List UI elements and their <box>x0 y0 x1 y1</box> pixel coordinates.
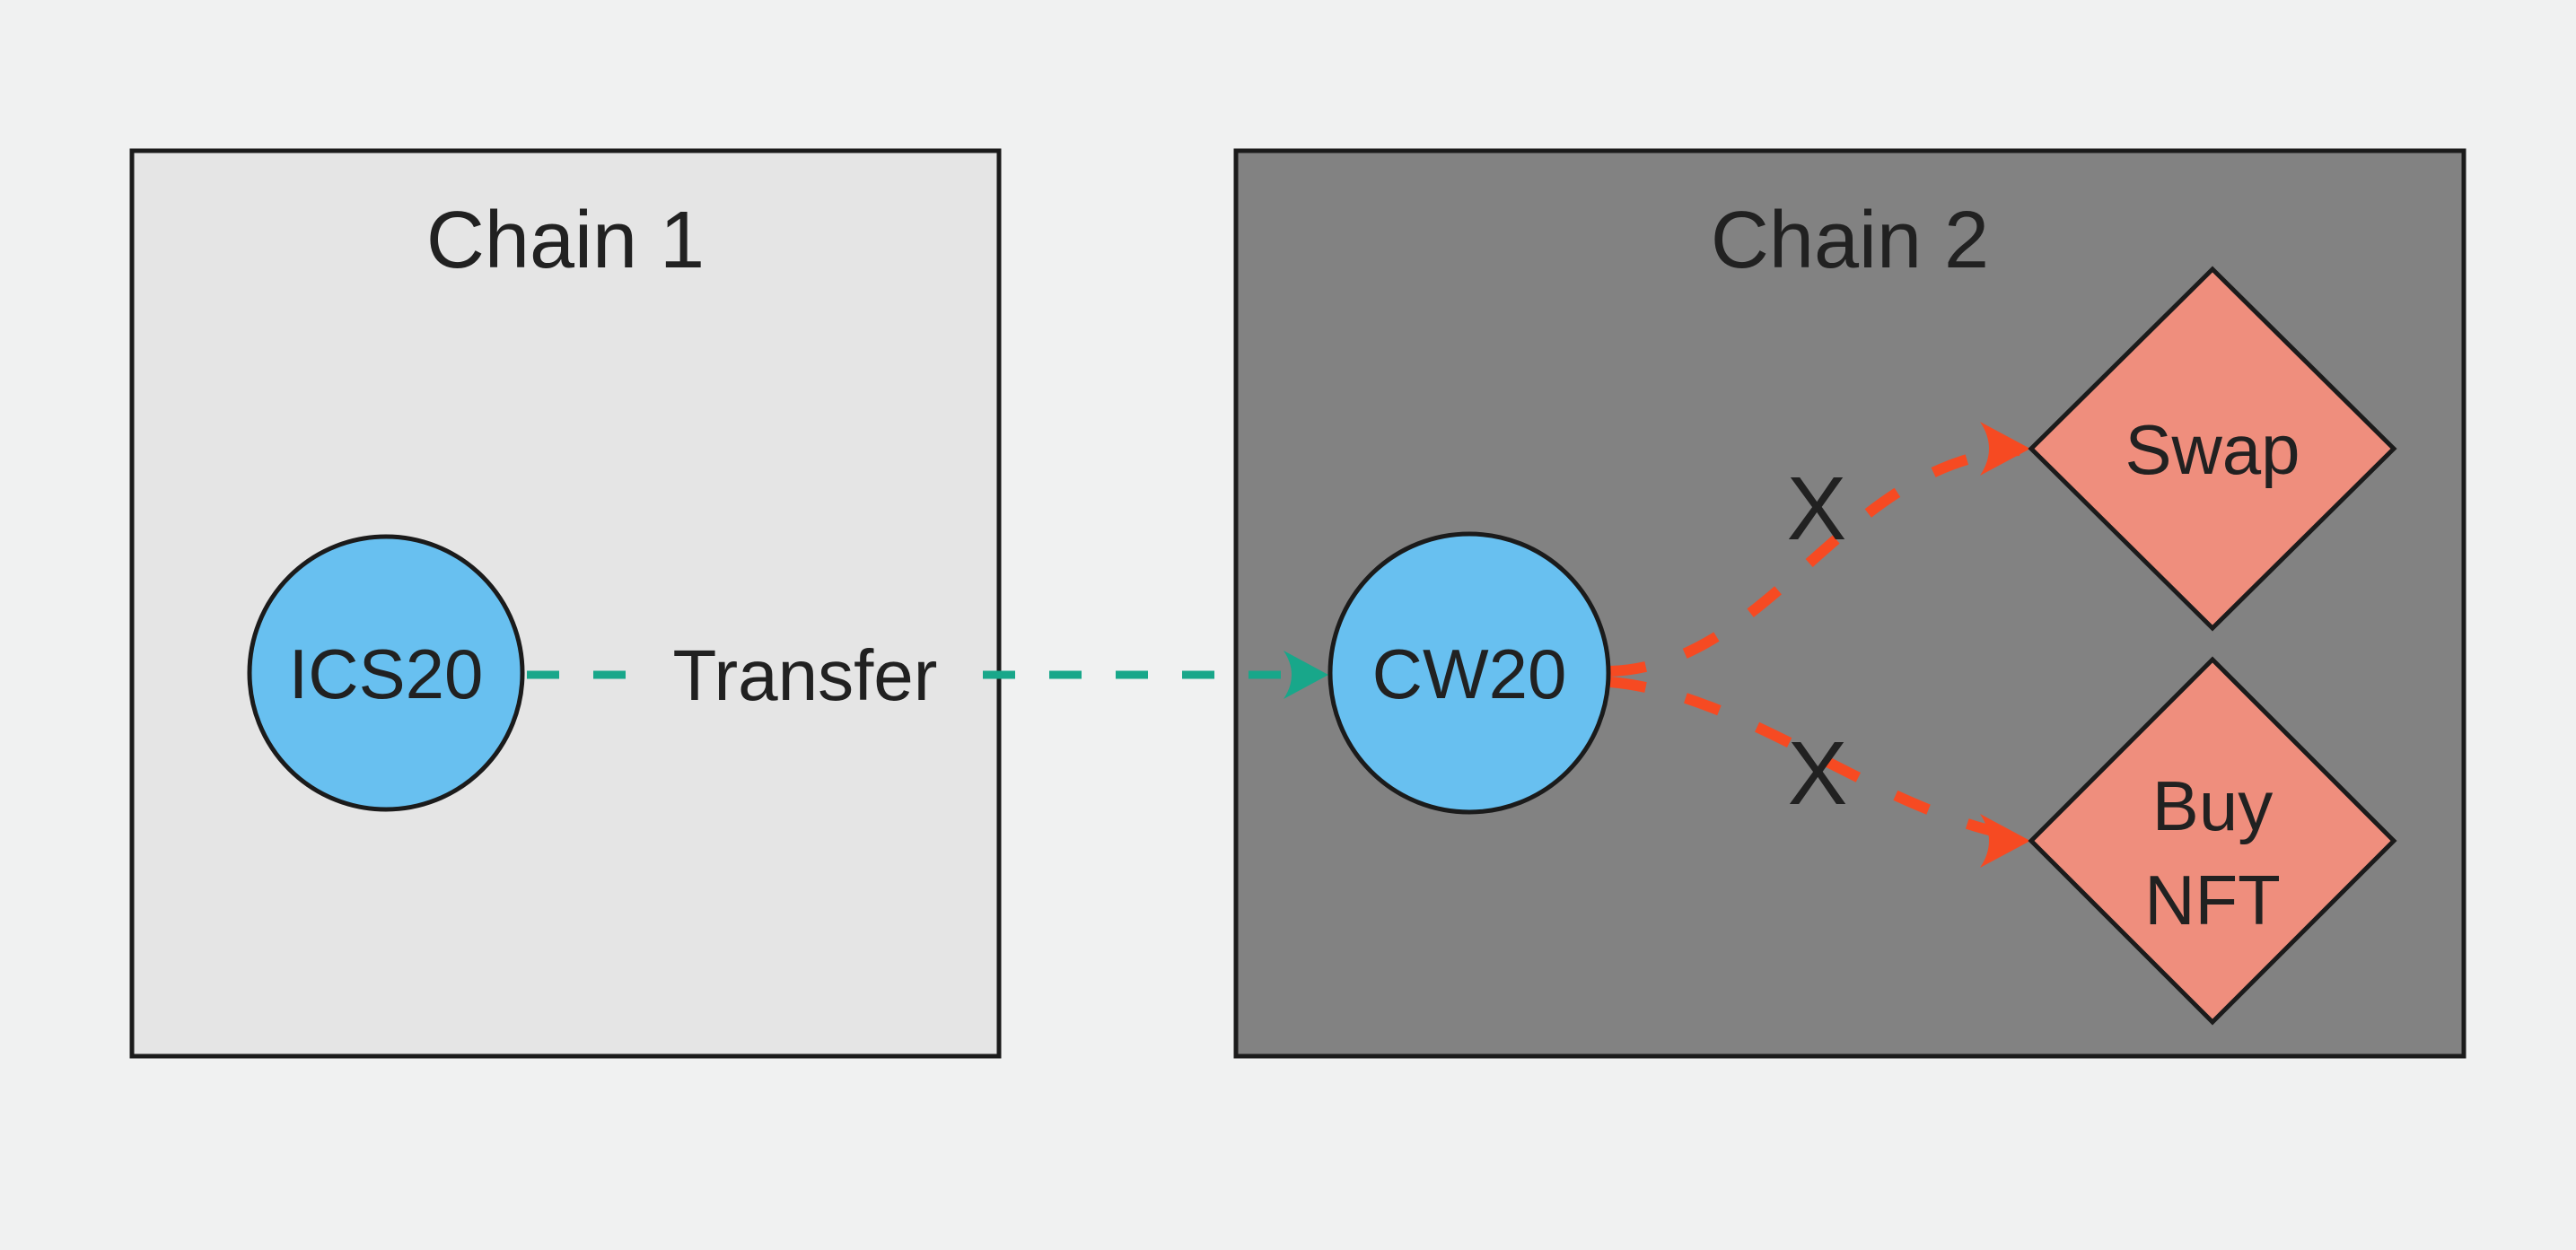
ics20-circle <box>247 534 525 812</box>
blocked-swap-curve <box>1609 445 2020 677</box>
blocked-swap-arrowhead-icon <box>1980 422 2030 476</box>
chain1-box <box>129 148 1002 1059</box>
swap-node: Swap <box>2028 266 2397 632</box>
cw20-label: CW20 <box>1372 634 1567 713</box>
transfer-arrow: Transfer <box>527 635 1328 715</box>
buy-nft-node: Buy NFT <box>2028 656 2397 1026</box>
ics20-label: ICS20 <box>289 634 484 713</box>
blocked-path-buy-nft: X <box>1609 677 2030 868</box>
buy-nft-diamond <box>2028 656 2397 1026</box>
blocked-x-icon: X <box>1787 459 1847 559</box>
blocked-x-icon: X <box>1788 723 1848 824</box>
swap-label: Swap <box>2125 410 2300 489</box>
transfer-arrowhead-icon <box>1284 651 1328 699</box>
ics20-node: ICS20 <box>247 534 525 812</box>
chain1-title: Chain 1 <box>426 196 705 285</box>
chain2-title: Chain 2 <box>1711 196 1989 285</box>
swap-diamond <box>2028 266 2397 632</box>
blocked-buy-nft-arrowhead-icon <box>1980 814 2030 868</box>
transfer-label: Transfer <box>673 635 938 715</box>
blocked-path-swap: X <box>1609 422 2030 677</box>
cw20-node: CW20 <box>1327 531 1611 815</box>
cw20-circle <box>1327 531 1611 815</box>
buy-nft-label-line2: NFT <box>2144 861 2281 940</box>
buy-nft-label-line1: Buy <box>2152 766 2273 845</box>
